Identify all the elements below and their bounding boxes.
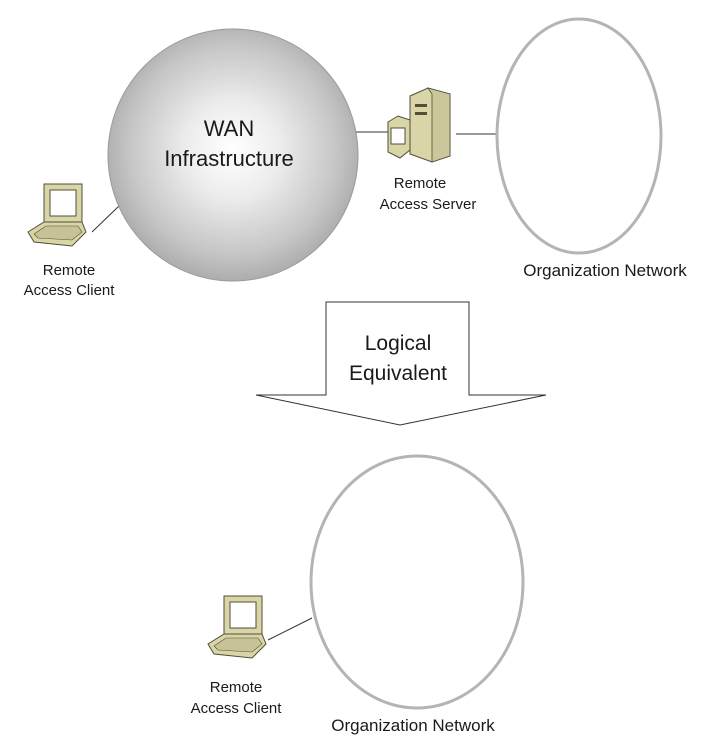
wan-title-line1: WAN: [204, 116, 255, 141]
link-client-to-network-bottom: [267, 617, 313, 641]
laptop-icon: [207, 595, 267, 659]
server-label-line1: Remote: [394, 175, 447, 192]
client-label-top-line1: Remote: [43, 262, 96, 279]
top-scene: WAN Infrastructure Organization Network …: [24, 17, 687, 299]
client-label-bottom-line2: Access Client: [191, 700, 283, 717]
organization-network-ellipse-bottom: [309, 454, 525, 710]
laptop-icon: [27, 183, 87, 247]
logical-equivalent-arrow: Logical Equivalent: [255, 301, 547, 426]
arrow-label-line2: Equivalent: [349, 362, 447, 385]
wan-infrastructure-cloud: [107, 28, 359, 282]
client-label-top-line2: Access Client: [24, 282, 116, 299]
wan-title-line2: Infrastructure: [164, 146, 294, 171]
link-client-to-wan: [91, 204, 121, 233]
server-tower-icon: [387, 87, 451, 163]
arrow-label-line1: Logical: [365, 332, 432, 355]
organization-network-ellipse-top: [495, 17, 663, 255]
client-label-bottom-line1: Remote: [210, 679, 263, 696]
server-label-line2: Access Server: [380, 196, 477, 213]
organization-network-label-top: Organization Network: [523, 261, 687, 280]
bottom-scene: Organization Network Remote Access Clien…: [191, 454, 525, 735]
organization-network-label-bottom: Organization Network: [331, 716, 495, 735]
